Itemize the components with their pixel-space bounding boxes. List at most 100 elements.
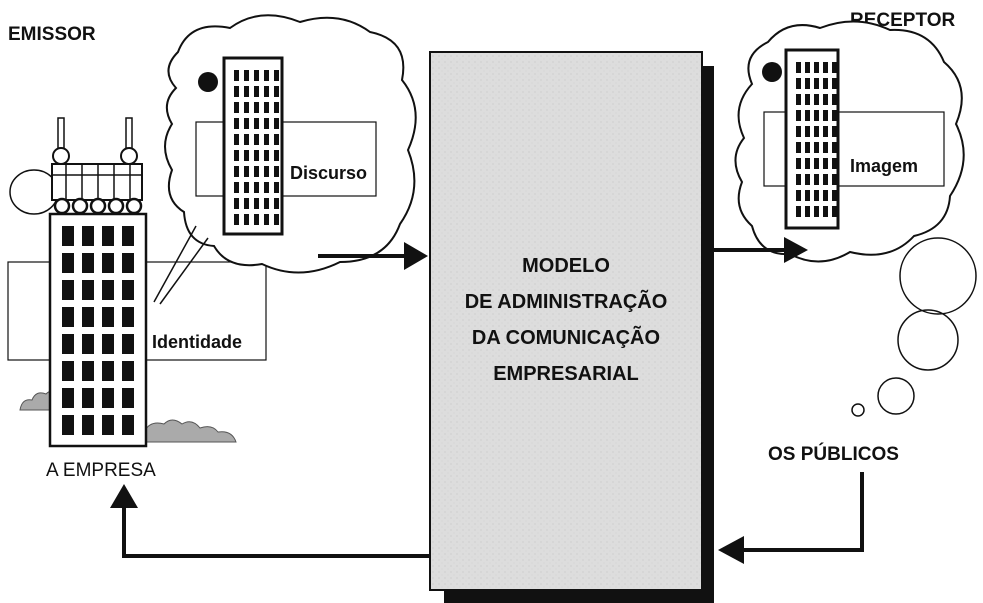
window-pane: [244, 166, 249, 177]
window-pane: [805, 174, 810, 185]
window-pane: [234, 182, 239, 193]
arrow-publicos-to-model: [718, 472, 864, 564]
thought-bubble: [897, 309, 959, 371]
window-pane: [102, 415, 114, 435]
window-pane: [832, 174, 837, 185]
window-pane: [796, 94, 801, 105]
window-pane: [244, 134, 249, 145]
window-pane: [274, 86, 279, 97]
window-pane: [82, 415, 94, 435]
window-pane: [82, 253, 94, 273]
window-pane: [274, 102, 279, 113]
window-pane: [823, 78, 828, 89]
window-pane: [823, 190, 828, 201]
window-pane: [823, 94, 828, 105]
window-pane: [122, 334, 134, 354]
window-pane: [805, 206, 810, 217]
window-pane: [264, 182, 269, 193]
window-pane: [274, 118, 279, 129]
window-pane: [832, 62, 837, 73]
window-pane: [264, 198, 269, 209]
window-pane: [244, 150, 249, 161]
window-pane: [102, 280, 114, 300]
window-pane: [102, 307, 114, 327]
center-box-face: [429, 51, 703, 591]
window-pane: [805, 142, 810, 153]
window-pane: [814, 62, 819, 73]
window-pane: [254, 86, 259, 97]
window-pane: [82, 388, 94, 408]
window-pane: [823, 158, 828, 169]
window-pane: [82, 361, 94, 381]
window-pane: [796, 78, 801, 89]
window-pane: [234, 134, 239, 145]
window-pane: [82, 307, 94, 327]
window-pane: [805, 94, 810, 105]
thought-bubble: [877, 377, 915, 415]
window-pane: [122, 388, 134, 408]
window-pane: [823, 126, 828, 137]
window-pane: [274, 182, 279, 193]
window-pane: [823, 174, 828, 185]
window-pane: [832, 190, 837, 201]
window-pane: [274, 150, 279, 161]
window-pane: [244, 182, 249, 193]
window-pane: [805, 78, 810, 89]
window-pane: [244, 86, 249, 97]
center-line-2: DE ADMINISTRAÇÃO: [465, 290, 668, 313]
window-pane: [805, 62, 810, 73]
empresa-label: A EMPRESA: [46, 460, 156, 481]
window-pane: [832, 78, 837, 89]
window-pane: [823, 62, 828, 73]
receptor-building-icon: [784, 48, 840, 230]
window-pane: [122, 253, 134, 273]
publicos-label: OS PÚBLICOS: [768, 443, 899, 465]
window-pane: [264, 214, 269, 225]
window-pane: [823, 206, 828, 217]
cloud-tail-line: [153, 225, 197, 303]
window-pane: [234, 70, 239, 81]
window-pane: [832, 158, 837, 169]
window-pane: [805, 158, 810, 169]
window-pane: [274, 214, 279, 225]
window-pane: [62, 415, 74, 435]
window-pane: [244, 198, 249, 209]
window-pane: [254, 70, 259, 81]
window-pane: [264, 134, 269, 145]
window-pane: [832, 110, 837, 121]
window-pane: [805, 110, 810, 121]
window-pane: [823, 110, 828, 121]
window-pane: [102, 253, 114, 273]
window-pane: [82, 226, 94, 246]
window-pane: [796, 158, 801, 169]
window-pane: [62, 280, 74, 300]
arrow-model-to-empresa: [110, 484, 430, 558]
window-pane: [796, 142, 801, 153]
window-pane: [274, 198, 279, 209]
arrow-model-to-receptor: [714, 237, 808, 263]
cloud-tail-line: [159, 237, 209, 305]
window-pane: [234, 102, 239, 113]
window-pane: [62, 388, 74, 408]
window-pane: [796, 206, 801, 217]
window-pane: [832, 94, 837, 105]
window-pane: [796, 126, 801, 137]
window-pane: [244, 214, 249, 225]
window-pane: [814, 158, 819, 169]
discurso-label: Discurso: [290, 163, 367, 183]
window-pane: [234, 86, 239, 97]
window-pane: [234, 214, 239, 225]
window-pane: [814, 206, 819, 217]
window-pane: [796, 110, 801, 121]
window-pane: [234, 118, 239, 129]
window-pane: [234, 166, 239, 177]
emissor-label: EMISSOR: [8, 24, 96, 45]
center-line-3: DA COMUNICAÇÃO: [472, 326, 660, 349]
window-pane: [805, 126, 810, 137]
window-pane: [62, 253, 74, 273]
window-pane: [796, 174, 801, 185]
window-pane: [122, 415, 134, 435]
window-pane: [814, 174, 819, 185]
